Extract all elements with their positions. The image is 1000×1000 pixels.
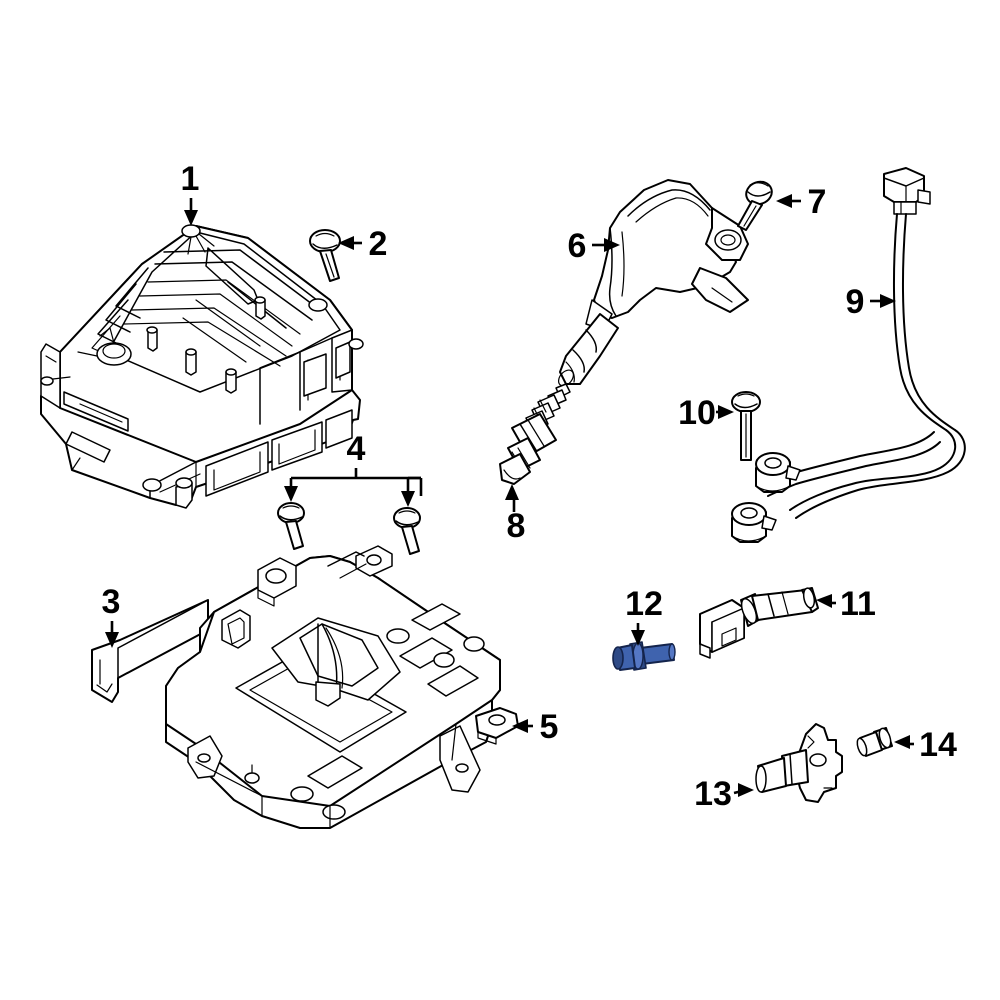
- callout-9[interactable]: 9: [846, 283, 896, 321]
- callout-11-label: 11: [840, 585, 876, 623]
- callout-5-label: 5: [540, 708, 559, 746]
- callout-3-label: 3: [102, 583, 121, 621]
- callout-11[interactable]: 11: [816, 585, 876, 623]
- part-ignition-coil[interactable]: [556, 179, 749, 389]
- callout-8[interactable]: 8: [505, 484, 525, 545]
- part-bracket-bolt-right[interactable]: [393, 507, 421, 555]
- callout-2-arrowhead: [338, 236, 354, 250]
- callout-13[interactable]: 13: [694, 775, 754, 813]
- callout-4-arrowhead-right: [401, 491, 415, 507]
- callout-10-arrowhead: [718, 405, 734, 419]
- callout-6[interactable]: 6: [568, 227, 620, 265]
- part-spark-plug[interactable]: [499, 383, 571, 485]
- callout-14-arrowhead: [894, 735, 910, 749]
- callout-3[interactable]: 3: [102, 583, 121, 648]
- part-camshaft-position-sensor[interactable]: [755, 723, 843, 803]
- callout-2-label: 2: [369, 225, 388, 263]
- callout-9-label: 9: [846, 283, 865, 321]
- callout-5[interactable]: 5: [512, 708, 558, 746]
- part-knock-sensor-bolt[interactable]: [731, 391, 761, 461]
- callout-4-label: 4: [347, 430, 366, 468]
- callout-10[interactable]: 10: [678, 394, 734, 432]
- callout-10-label: 10: [678, 394, 716, 432]
- callout-1-arrowhead: [184, 210, 198, 226]
- callout-9-arrowhead: [880, 294, 896, 308]
- callout-7[interactable]: 7: [776, 183, 826, 221]
- part-bracket-bolt-left[interactable]: [277, 502, 305, 550]
- callout-6-arrowhead: [604, 238, 620, 252]
- part-powertrain-control-module[interactable]: [40, 224, 364, 509]
- part-camshaft-sensor-bolt[interactable]: [855, 727, 893, 757]
- callout-2[interactable]: 2: [338, 225, 387, 263]
- callout-12-arrowhead: [631, 630, 645, 646]
- part-pcm-mounting-bolt[interactable]: [309, 229, 341, 282]
- callout-12[interactable]: 12: [625, 585, 663, 646]
- callout-7-arrowhead: [776, 194, 792, 208]
- part-knock-sensor-wiring-harness[interactable]: [731, 167, 966, 543]
- part-ignition-coil-bolt[interactable]: [737, 178, 775, 231]
- callout-13-arrowhead: [738, 783, 754, 797]
- callout-1-label: 1: [181, 160, 200, 198]
- callout-13-label: 13: [694, 775, 732, 813]
- callout-14[interactable]: 14: [894, 726, 957, 764]
- callout-11-arrowhead: [816, 594, 832, 608]
- part-retaining-nut-clip[interactable]: [475, 707, 519, 745]
- callout-4-arrowhead-left: [284, 486, 298, 502]
- callout-8-arrowhead: [505, 484, 519, 500]
- callout-3-arrowhead: [105, 632, 119, 648]
- callout-8-label: 8: [507, 507, 526, 545]
- callout-7-label: 7: [808, 183, 827, 221]
- callout-14-label: 14: [919, 726, 957, 764]
- callout-12-label: 12: [625, 585, 663, 623]
- callout-1[interactable]: 1: [181, 160, 200, 226]
- callout-5-arrowhead: [512, 719, 528, 733]
- part-crankshaft-position-sensor[interactable]: [699, 587, 819, 659]
- part-pcm-mounting-bracket[interactable]: [91, 545, 501, 829]
- part-crankshaft-sensor-bolt-highlighted[interactable]: [612, 641, 676, 671]
- callout-6-label: 6: [568, 227, 587, 265]
- callout-4[interactable]: 4: [284, 430, 423, 507]
